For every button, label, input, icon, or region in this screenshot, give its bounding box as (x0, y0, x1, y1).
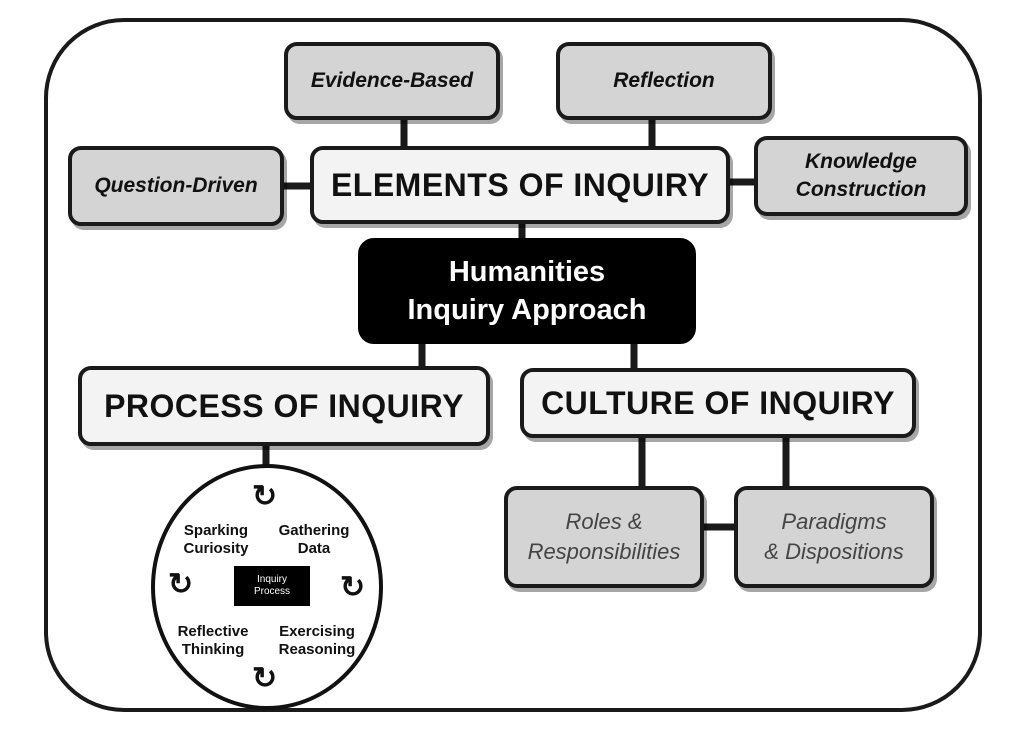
elements-of-inquiry-title: ELEMENTS OF INQUIRY (330, 166, 710, 203)
evidence-based-label: Evidence-Based (310, 69, 474, 92)
roles-line1: Roles & (565, 509, 643, 534)
process-of-inquiry-title: PROCESS OF INQUIRY (104, 387, 464, 424)
cycle-arrow-top-icon: ↻ (252, 480, 278, 513)
elements-of-inquiry-box: ELEMENTS OF INQUIRY (310, 146, 730, 224)
center-line1: Humanities (448, 256, 606, 288)
process-of-inquiry-box: PROCESS OF INQUIRY (78, 366, 490, 446)
culture-of-inquiry-box: CULTURE OF INQUIRY (520, 368, 916, 438)
reflection-box: Reflection (556, 42, 772, 120)
roles-responsibilities-box: Roles & Responsibilities (504, 486, 704, 588)
roles-line2: Responsibilities (527, 539, 681, 564)
cycle-step-exercising-reasoning: Exercising Reasoning (278, 623, 356, 658)
cycle-step-reflective-thinking: Reflective Thinking (177, 623, 249, 658)
humanities-inquiry-approach-box: Humanities Inquiry Approach (358, 238, 696, 344)
paradigms-line2: & Dispositions (764, 539, 904, 564)
knowledge-construction-box: Knowledge Construction (754, 136, 968, 216)
evidence-based-box: Evidence-Based (284, 42, 500, 120)
cycle-step-gathering-data: Gathering Data (278, 522, 350, 557)
reflection-label: Reflection (613, 69, 715, 92)
knowledge-construction-line1: Knowledge (804, 150, 917, 173)
cycle-arrow-bottom-icon: ↻ (252, 662, 278, 695)
cycle-arrow-right-icon: ↻ (340, 571, 366, 604)
paradigms-dispositions-box: Paradigms & Dispositions (734, 486, 934, 588)
culture-of-inquiry-title: CULTURE OF INQUIRY (541, 384, 895, 421)
knowledge-construction-line2: Construction (795, 178, 927, 201)
cycle-step-sparking-curiosity: Sparking Curiosity (183, 522, 249, 557)
paradigms-line1: Paradigms (781, 509, 887, 534)
question-driven-box: Question-Driven (68, 146, 284, 226)
center-line2: Inquiry Approach (407, 294, 647, 326)
question-driven-label: Question-Driven (94, 174, 258, 197)
cycle-arrow-left-icon: ↻ (168, 568, 194, 601)
